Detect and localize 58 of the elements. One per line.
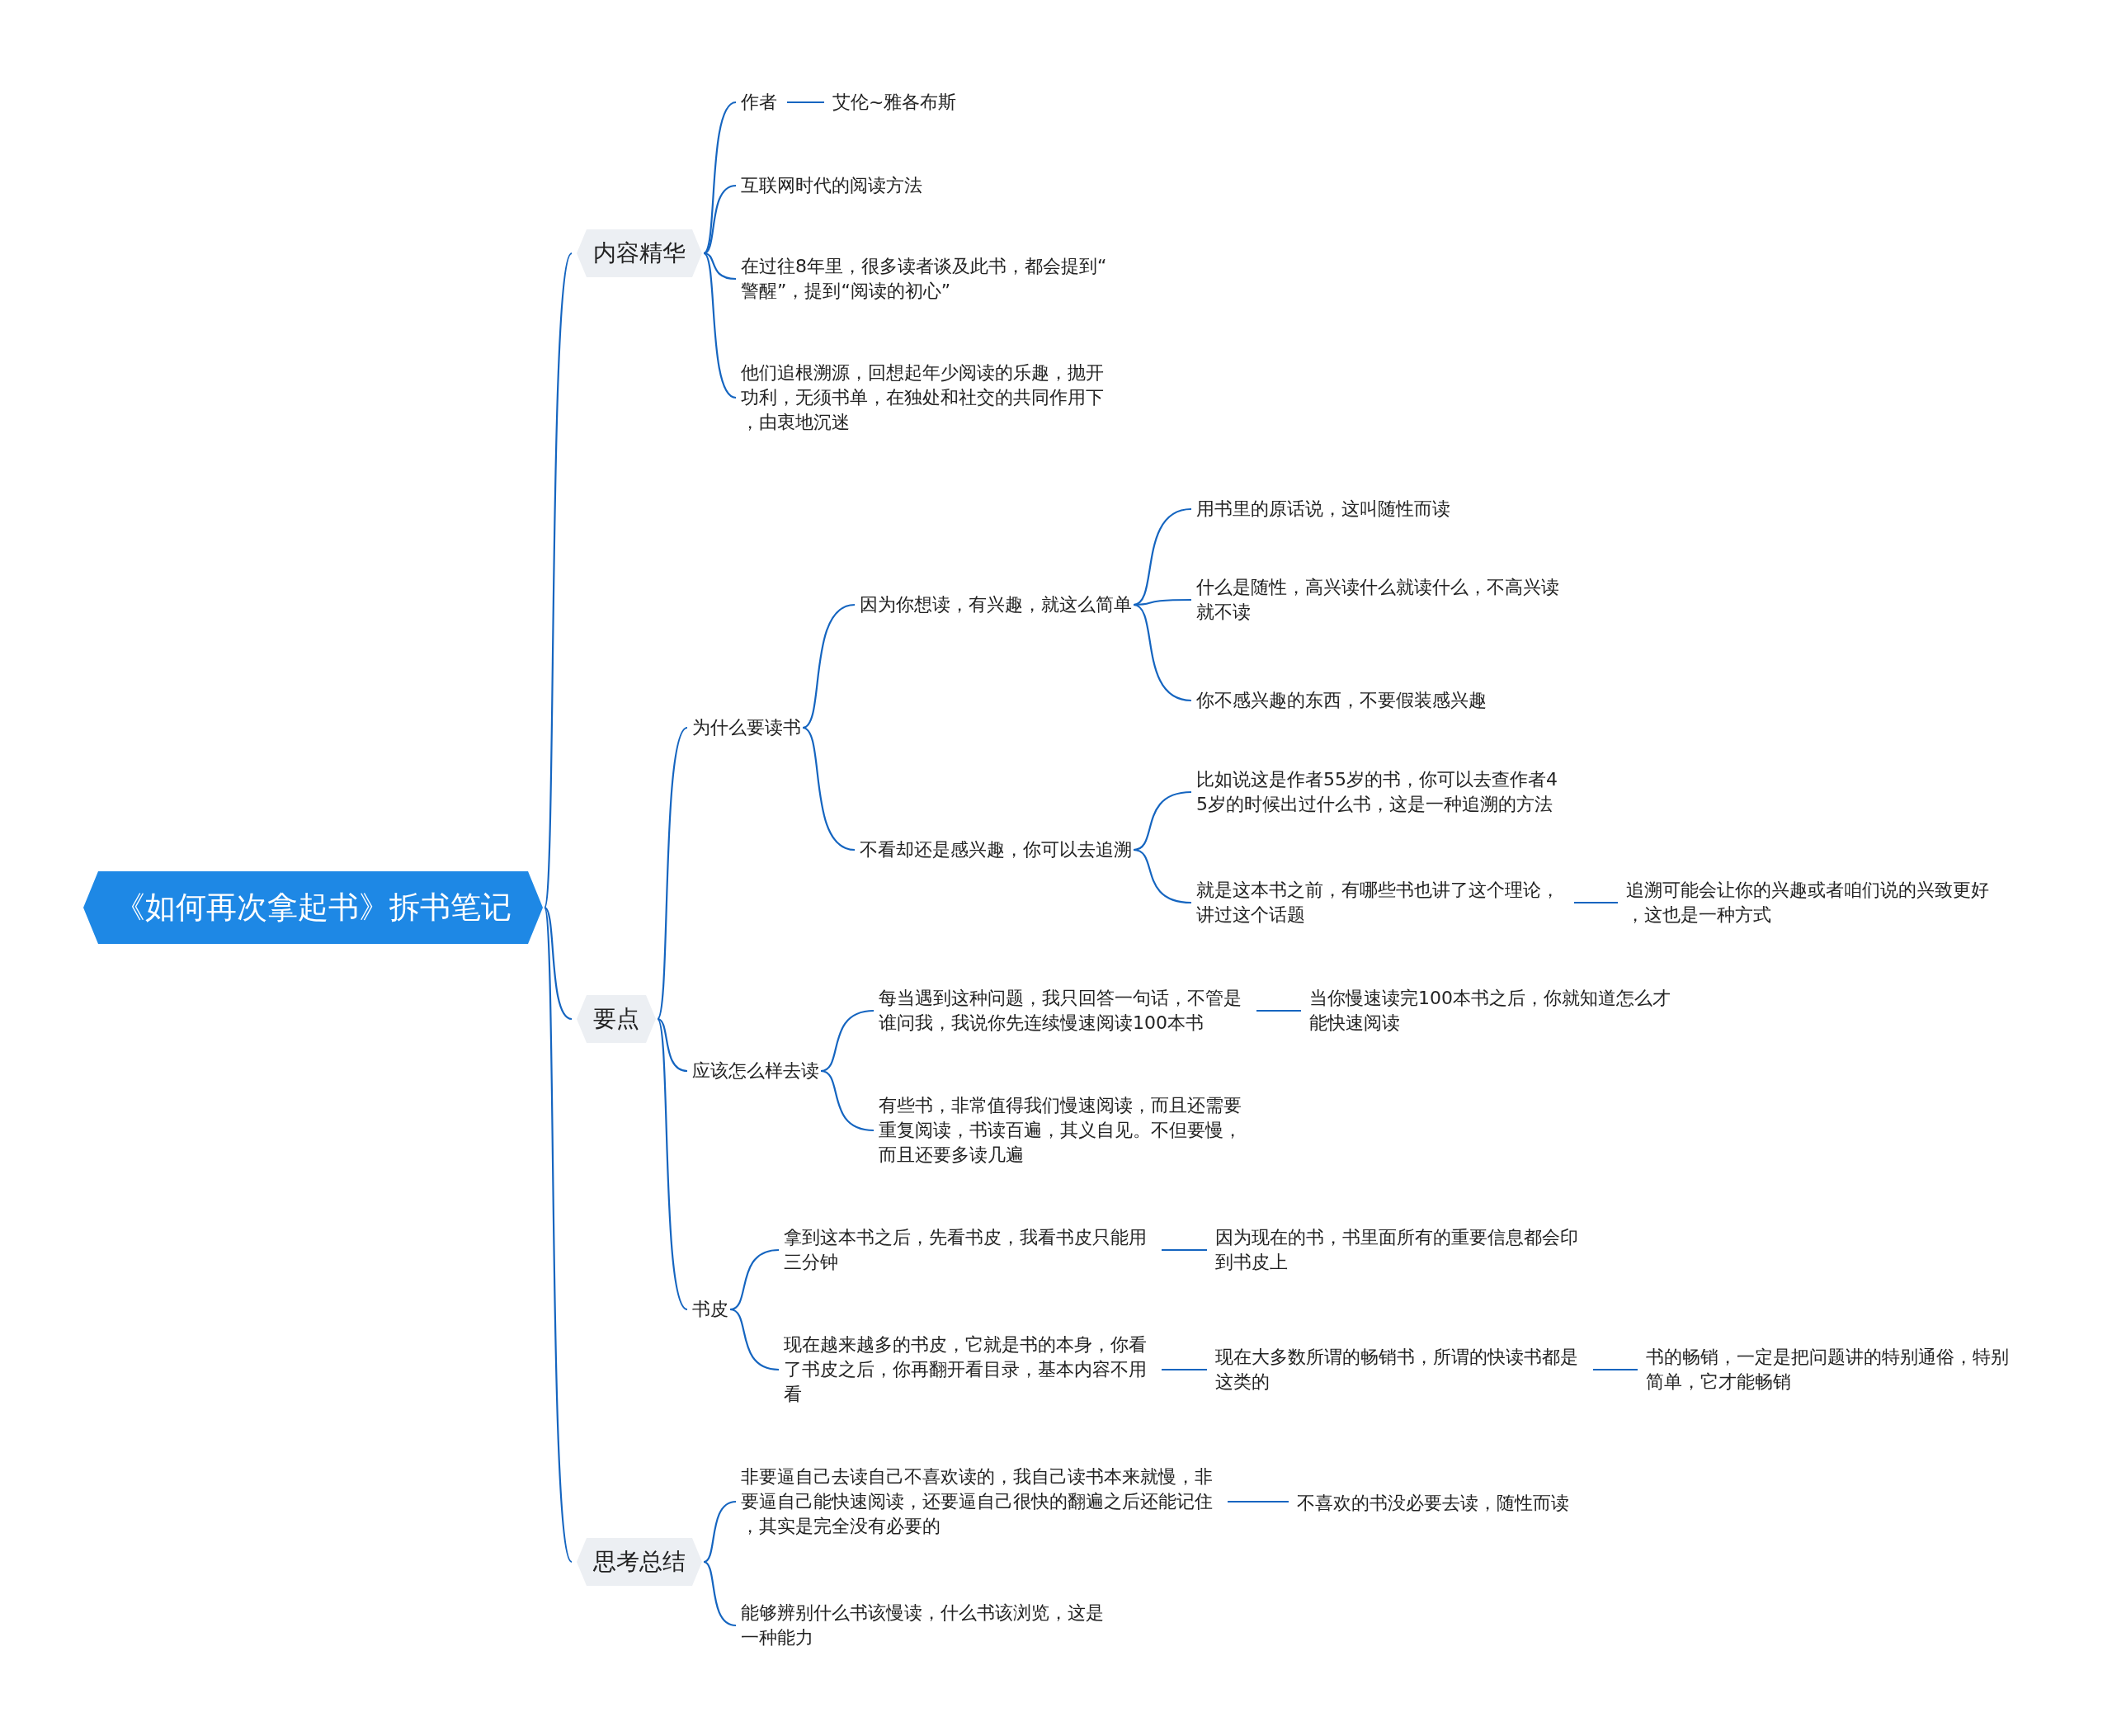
connector-line xyxy=(1162,1248,1207,1252)
connector-line xyxy=(657,727,688,1020)
branch-text: 用书里的原话说，这叫随性而读 xyxy=(1196,497,1450,521)
main-topic: 要点 xyxy=(577,995,656,1043)
branch-text: 在过往8年里，很多读者谈及此书，都会提到“警醒”，提到“阅读的初心” xyxy=(741,254,1109,304)
branch-text: 他们追根溯源，回想起年少阅读的乐趣，抛开功利，无须书单，在独处和社交的共同作用下，由衷地沉迷 xyxy=(741,361,1109,435)
connector-line xyxy=(1133,507,1192,606)
connector-line xyxy=(1134,598,1191,606)
branch-text: 作者 xyxy=(741,90,777,115)
connector-line xyxy=(1162,1368,1207,1371)
branch-text: 不喜欢的书没必要去读，随性而读 xyxy=(1297,1491,1569,1516)
branch-text: 书的畅销，一定是把问题讲的特别通俗，特别简单，它才能畅销 xyxy=(1646,1345,2014,1394)
connector-line xyxy=(802,727,856,851)
branch-text: 艾伦~雅各布斯 xyxy=(832,90,957,115)
branch-text: 现在大多数所谓的畅销书，所谓的快读书都是这类的 xyxy=(1215,1345,1583,1394)
connector-line xyxy=(657,1017,688,1073)
branch-text: 就是这本书之前，有哪些书也讲了这个理论，讲过这个话题 xyxy=(1196,878,1564,927)
connector-line xyxy=(544,907,573,1020)
main-topic: 思考总结 xyxy=(577,1538,702,1586)
branch-text: 比如说这是作者55岁的书，你可以去查作者45岁的时候出过什么书，这是一种追溯的方法 xyxy=(1196,767,1558,817)
branch-text: 非要逼自己去读自己不喜欢读的，我自己读书本来就慢，非要逼自己能快速阅读，还要逼自己很快的翻遍之后还能记住，其实是完全没有必要的 xyxy=(741,1465,1218,1539)
branch-text: 追溯可能会让你的兴趣或者咱们说的兴致更好，这也是一种方式 xyxy=(1626,878,1994,927)
connector-line xyxy=(1256,1009,1301,1012)
connector-line xyxy=(729,1308,780,1371)
branch-text: 能够辨别什么书该慢读，什么书该浏览，这是一种能力 xyxy=(741,1601,1109,1650)
connector-line xyxy=(543,252,573,908)
branch-text: 因为你想读，有兴趣，就这么简单 xyxy=(860,592,1132,617)
branch-text: 你不感兴趣的东西，不要假装感兴趣 xyxy=(1196,688,1487,713)
branch-text: 现在越来越多的书皮，它就是书的本身，你看了书皮之后，你再翻开看目录，基本内容不用看 xyxy=(784,1333,1152,1407)
main-topic: 内容精华 xyxy=(577,229,702,277)
branch-text: 什么是随性，高兴读什么就读什么，不高兴读就不读 xyxy=(1196,575,1564,625)
connector-line xyxy=(1228,1500,1289,1503)
branch-text: 因为现在的书，书里面所有的重要信息都会印到书皮上 xyxy=(1215,1225,1583,1275)
connector-line xyxy=(703,252,737,281)
connector-line xyxy=(1593,1368,1638,1371)
connector-line xyxy=(543,907,573,1563)
connector-line xyxy=(1574,901,1618,904)
subtopic-text: 为什么要读书 xyxy=(692,715,801,740)
branch-text: 不看却还是感兴趣，你可以去追溯 xyxy=(860,837,1132,862)
central-topic: 《如何再次拿起书》拆书笔记 xyxy=(83,871,543,944)
connector-line xyxy=(802,603,856,729)
connector-line xyxy=(703,1500,737,1564)
subtopic-text: 书皮 xyxy=(692,1297,728,1322)
connector-line xyxy=(1133,603,1192,702)
connector-line xyxy=(703,184,737,254)
branch-text: 拿到这本书之后，先看书皮，我看书皮只能用三分钟 xyxy=(784,1225,1152,1275)
branch-text: 有些书，非常值得我们慢速阅读，而且还需要重复阅读，书读百遍，其义自见。不但要慢，而且还要多读几遍 xyxy=(879,1093,1247,1168)
connector-line xyxy=(657,1018,688,1310)
branch-text: 当你慢速读完100本书之后，你就知道怎么才能快速阅读 xyxy=(1309,986,1677,1035)
branch-text: 互联网时代的阅读方法 xyxy=(741,173,922,198)
connector-line xyxy=(787,101,824,104)
connector-line xyxy=(703,1560,737,1627)
connector-line xyxy=(820,1069,874,1132)
connector-line xyxy=(1133,848,1192,904)
subtopic-text: 应该怎么样去读 xyxy=(692,1059,819,1083)
connector-line xyxy=(703,252,737,399)
connector-line xyxy=(703,101,737,254)
branch-text: 每当遇到这种问题，我只回答一句话，不管是谁问我，我说你先连续慢速阅读100本书 xyxy=(879,986,1247,1035)
